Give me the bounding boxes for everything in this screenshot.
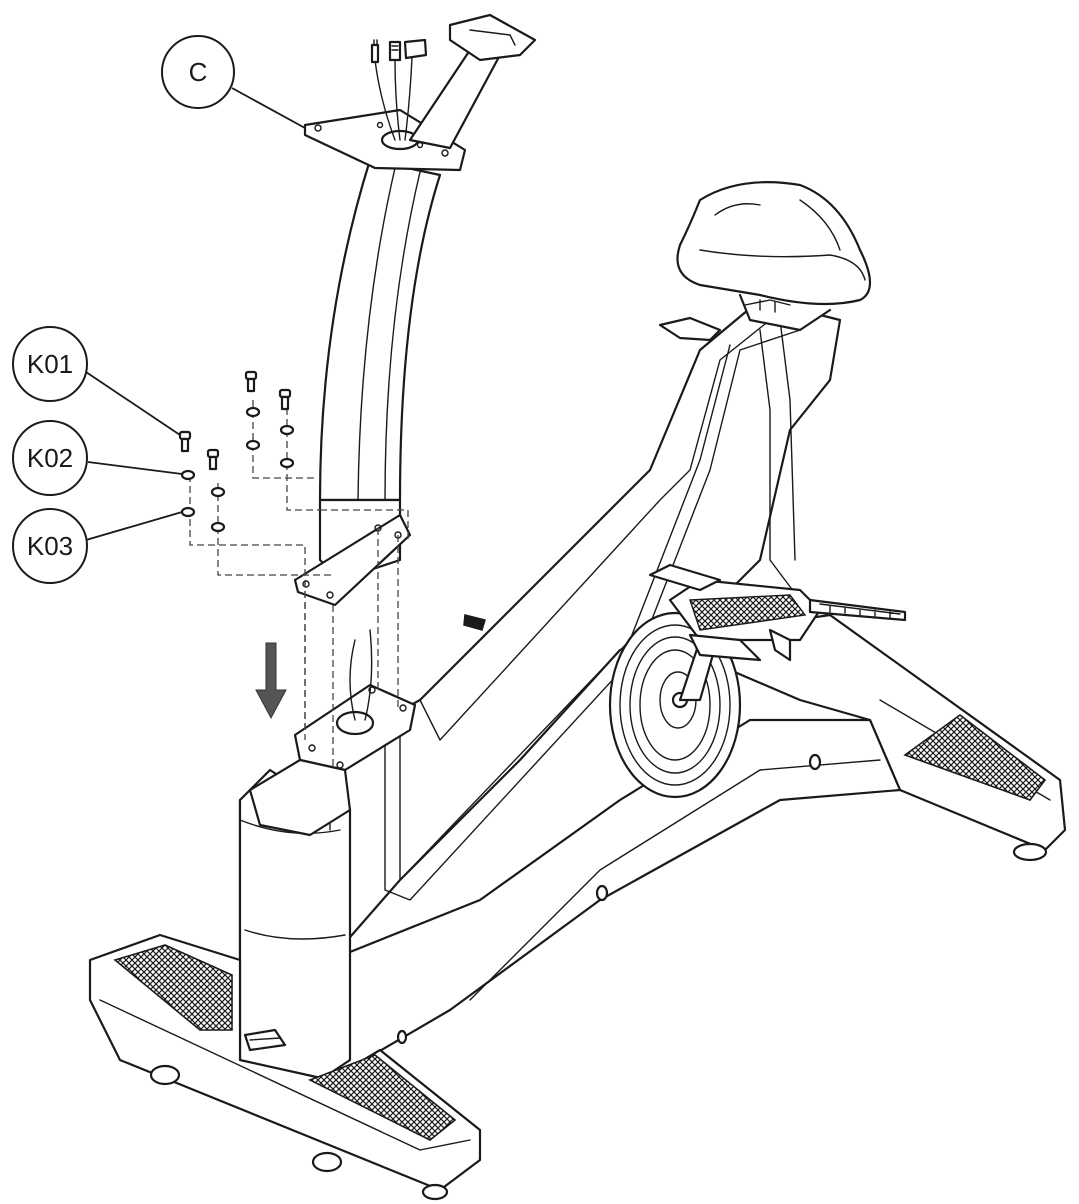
callout-k03-leader	[85, 511, 183, 541]
fasteners	[178, 370, 295, 533]
callout-k03-label: K03	[27, 531, 73, 561]
handlebar-post-c	[293, 13, 537, 607]
bolt-k01-b	[278, 388, 292, 411]
left-foot-pad-upper	[113, 944, 233, 1031]
tension-knob	[463, 614, 486, 631]
callout-c: C	[161, 35, 235, 109]
rear-stabilizer	[658, 613, 1067, 862]
right-foot-pad	[903, 714, 1047, 801]
bolt-k01-d	[206, 448, 220, 471]
callout-k02-leader	[87, 461, 183, 475]
main-frame	[238, 298, 902, 1082]
callout-k01-leader	[85, 371, 181, 436]
bolt-k01-c	[178, 430, 192, 453]
front-stabilizer	[88, 933, 482, 1201]
callout-k01: K01	[12, 326, 88, 402]
seat	[658, 181, 872, 342]
front-column	[238, 683, 417, 1082]
left-foot-pad-lower	[308, 1054, 457, 1141]
callout-k01-label: K01	[27, 349, 73, 379]
pedal	[648, 563, 907, 662]
cables	[349, 38, 428, 721]
insert-direction-arrow	[255, 642, 287, 720]
seat-adjust-knob	[658, 316, 722, 342]
console-mount	[448, 13, 537, 62]
callout-c-label: C	[189, 57, 208, 87]
callout-k02-label: K02	[27, 443, 73, 473]
callout-k03: K03	[12, 508, 88, 584]
callout-k02: K02	[12, 420, 88, 496]
callout-c-leader	[231, 87, 306, 129]
bolt-k01-a	[244, 370, 258, 393]
post-bottom-plate	[293, 513, 412, 607]
